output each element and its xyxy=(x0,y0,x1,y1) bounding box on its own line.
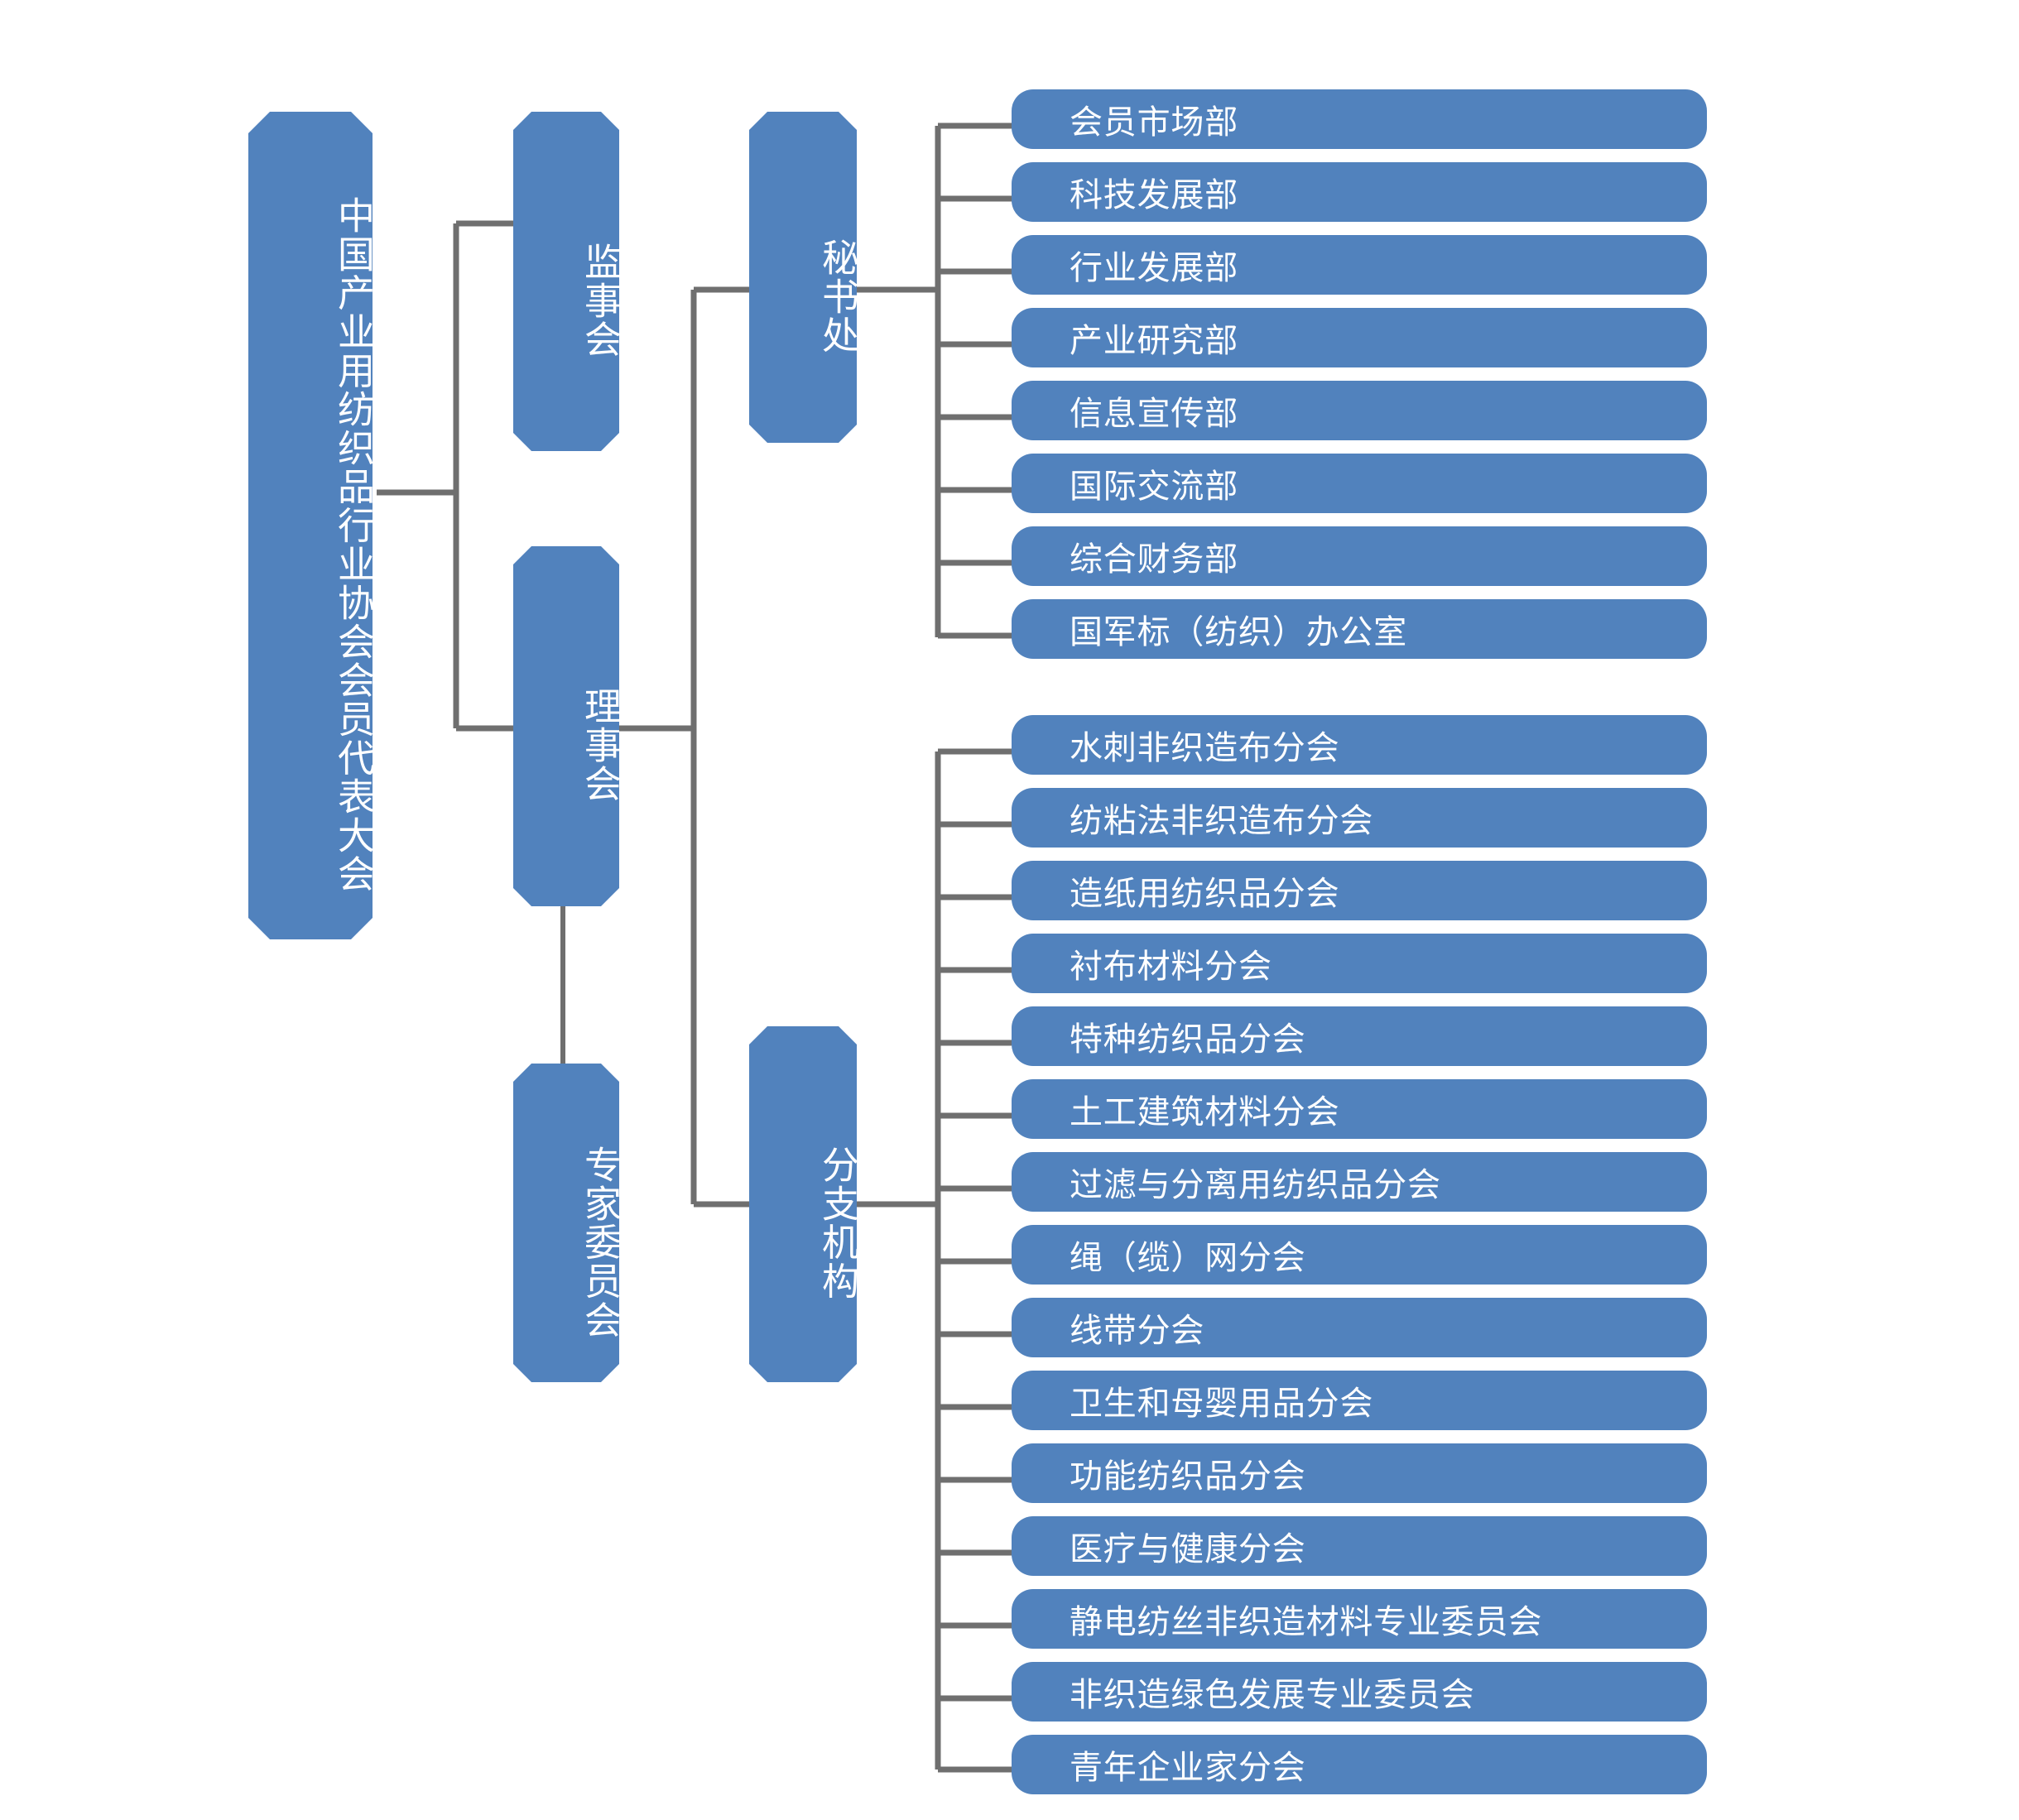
node-branch-org[interactable]: 绳（缆）网分会 xyxy=(1012,1225,1707,1285)
node-root-label: 中国产业用纺织品行业协会会员代表大会 xyxy=(331,195,375,894)
department-label: 国军标（纺织）办公室 xyxy=(1070,613,1407,651)
branch-org-label: 线带分会 xyxy=(1070,1312,1205,1350)
node-department[interactable]: 产业研究部 xyxy=(1012,308,1707,367)
department-label: 会员市场部 xyxy=(1070,103,1238,142)
node-branch-organizations-label: 分支机构 xyxy=(815,1145,859,1301)
branch-org-label: 绳（缆）网分会 xyxy=(1070,1239,1306,1277)
node-branch-org[interactable]: 青年企业家分会 xyxy=(1012,1735,1707,1794)
branch-org-label: 非织造绿色发展专业委员会 xyxy=(1070,1676,1475,1714)
department-label: 产业研究部 xyxy=(1070,322,1238,360)
node-branch-org[interactable]: 过滤与分离用纺织品分会 xyxy=(1012,1152,1707,1212)
department-label: 国际交流部 xyxy=(1070,468,1238,506)
department-label: 综合财务部 xyxy=(1070,540,1238,579)
node-department[interactable]: 信息宣传部 xyxy=(1012,381,1707,440)
node-department[interactable]: 行业发展部 xyxy=(1012,235,1707,295)
node-supervisors-label: 监事会 xyxy=(578,242,622,359)
branch-org-label: 造纸用纺织品分会 xyxy=(1070,875,1340,913)
node-branch-org[interactable]: 特种纺织品分会 xyxy=(1012,1006,1707,1066)
node-branch-org[interactable]: 纺粘法非织造布分会 xyxy=(1012,788,1707,848)
node-branch-org[interactable]: 非织造绿色发展专业委员会 xyxy=(1012,1662,1707,1722)
node-department[interactable]: 国际交流部 xyxy=(1012,454,1707,513)
node-council-label: 理事会 xyxy=(578,687,622,804)
node-branch-org[interactable]: 土工建筑材料分会 xyxy=(1012,1079,1707,1139)
branch-org-label: 青年企业家分会 xyxy=(1070,1749,1306,1787)
branch-org-label: 水刺非织造布分会 xyxy=(1070,729,1340,767)
node-branch-org[interactable]: 衬布材料分会 xyxy=(1012,934,1707,993)
node-council[interactable]: 理事会 xyxy=(513,546,619,906)
branch-org-label: 特种纺织品分会 xyxy=(1070,1020,1306,1059)
node-department[interactable]: 综合财务部 xyxy=(1012,526,1707,586)
node-branch-org[interactable]: 静电纺丝非织造材料专业委员会 xyxy=(1012,1589,1707,1649)
branch-org-label: 医疗与健康分会 xyxy=(1070,1530,1306,1568)
node-branch-org[interactable]: 造纸用纺织品分会 xyxy=(1012,861,1707,920)
branch-org-label: 纺粘法非织造布分会 xyxy=(1070,802,1374,840)
node-branch-org[interactable]: 线带分会 xyxy=(1012,1298,1707,1357)
branch-org-label: 衬布材料分会 xyxy=(1070,948,1272,986)
node-branch-organizations[interactable]: 分支机构 xyxy=(749,1026,857,1382)
node-root-congress[interactable]: 中国产业用纺织品行业协会会员代表大会 xyxy=(248,112,373,939)
department-label: 信息宣传部 xyxy=(1070,395,1238,433)
department-label: 科技发展部 xyxy=(1070,176,1238,214)
branch-org-label: 静电纺丝非织造材料专业委员会 xyxy=(1070,1603,1543,1641)
node-expert-committee[interactable]: 专家委员会 xyxy=(513,1064,619,1382)
branch-org-label: 土工建筑材料分会 xyxy=(1070,1093,1340,1131)
node-department[interactable]: 科技发展部 xyxy=(1012,162,1707,222)
node-secretariat[interactable]: 秘书处 xyxy=(749,112,857,443)
branch-org-label: 卫生和母婴用品分会 xyxy=(1070,1385,1374,1423)
department-label: 行业发展部 xyxy=(1070,249,1238,287)
node-expert-committee-label: 专家委员会 xyxy=(578,1145,622,1339)
node-branch-org[interactable]: 水刺非织造布分会 xyxy=(1012,715,1707,775)
node-branch-org[interactable]: 卫生和母婴用品分会 xyxy=(1012,1371,1707,1430)
branch-org-label: 功能纺织品分会 xyxy=(1070,1457,1306,1496)
node-board-of-supervisors[interactable]: 监事会 xyxy=(513,112,619,451)
node-branch-org[interactable]: 医疗与健康分会 xyxy=(1012,1516,1707,1576)
branch-org-label: 过滤与分离用纺织品分会 xyxy=(1070,1166,1441,1204)
node-secretariat-label: 秘书处 xyxy=(815,238,859,355)
node-department[interactable]: 会员市场部 xyxy=(1012,89,1707,149)
node-department[interactable]: 国军标（纺织）办公室 xyxy=(1012,599,1707,659)
node-branch-org[interactable]: 功能纺织品分会 xyxy=(1012,1443,1707,1503)
